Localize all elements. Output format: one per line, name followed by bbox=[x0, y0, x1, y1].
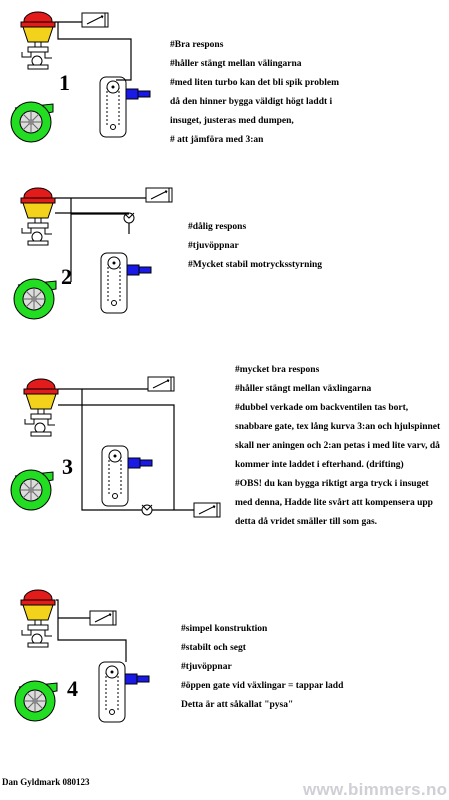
wastegate-icon bbox=[98, 661, 150, 723]
note-line: snabbare gate, tex lång kurva 3:an och h… bbox=[235, 422, 441, 432]
note-line: insuget, justeras med dumpen, bbox=[170, 116, 294, 126]
watermark: www.bimmers.no bbox=[303, 780, 448, 799]
diagram-1: 1 bbox=[10, 11, 151, 143]
diagram-3: 3 bbox=[10, 376, 221, 518]
note-line: detta då vridet smäller till som gas. bbox=[235, 517, 378, 527]
wastegate-icon bbox=[99, 76, 151, 138]
diagram-number: 2 bbox=[61, 264, 72, 289]
wastegate-icon bbox=[101, 445, 153, 507]
turbo-icon bbox=[14, 680, 58, 722]
turbo-icon bbox=[13, 278, 57, 320]
note-line: skall ner aningen och 2:an petas i med l… bbox=[235, 441, 440, 451]
diagram-number: 1 bbox=[59, 70, 70, 95]
note-line: #med liten turbo kan det bli spik proble… bbox=[170, 78, 340, 88]
solenoid-valve-icon bbox=[193, 502, 221, 518]
note-line: #stabilt och segt bbox=[181, 643, 246, 653]
note-line: #dubbel verkade om backventilen tas bort… bbox=[235, 403, 409, 413]
note-line: # att jämföra med 3:an bbox=[170, 135, 264, 145]
diagram-2: 2 bbox=[13, 187, 173, 320]
actuator-icon bbox=[20, 187, 56, 246]
actuator-icon bbox=[23, 378, 59, 437]
solenoid-valve-icon bbox=[89, 610, 117, 626]
note-line: med denna, Hadde lite svårt att kompense… bbox=[235, 498, 433, 508]
solenoid-valve-icon bbox=[147, 376, 175, 392]
note-line: kommer inte laddet i efterhand. (driftin… bbox=[235, 460, 404, 470]
note-line: #håller stängt mellan växlingarna bbox=[235, 384, 372, 394]
author-credit: Dan Gyldmark 080123 bbox=[2, 777, 90, 787]
actuator-icon bbox=[20, 589, 56, 648]
notes-diagram-2: #dålig respons #tjuvöppnar #Mycket stabi… bbox=[188, 218, 322, 275]
note-line: Detta är att såkallat "pysa" bbox=[181, 700, 294, 710]
wastegate-icon bbox=[100, 252, 152, 314]
note-line: #simpel konstruktion bbox=[181, 624, 268, 634]
note-line: #öppen gate vid växlingar = tappar ladd bbox=[181, 681, 344, 691]
notes-diagram-4: #simpel konstruktion #stabilt och segt #… bbox=[181, 620, 343, 715]
note-line: #mycket bra respons bbox=[235, 365, 320, 375]
note-line: #Bra respons bbox=[170, 40, 224, 50]
check-valve-icon bbox=[141, 504, 153, 516]
turbo-icon bbox=[10, 101, 54, 143]
boost-line bbox=[55, 21, 132, 81]
boost-line bbox=[55, 197, 146, 282]
boost-line bbox=[58, 388, 194, 511]
notes-diagram-3: #mycket bra respons #håller stängt mella… bbox=[235, 361, 440, 532]
note-line: #OBS! du kan bygga riktigt arga tryck i … bbox=[235, 479, 429, 489]
note-line: #tjuvöppnar bbox=[181, 662, 232, 672]
diagram-4: 4 bbox=[14, 589, 150, 723]
note-line: #Mycket stabil motrycksstyrning bbox=[188, 260, 323, 270]
turbo-icon bbox=[10, 469, 54, 511]
note-line: #dålig respons bbox=[188, 222, 247, 232]
note-line: då den hinner bygga väldigt högt laddt i bbox=[170, 97, 333, 107]
notes-diagram-1: #Bra respons #håller stängt mellan välin… bbox=[170, 36, 339, 150]
note-line: #håller stängt mellan välingarna bbox=[170, 59, 302, 69]
solenoid-valve-icon bbox=[81, 12, 109, 28]
boost-line bbox=[56, 599, 127, 662]
solenoid-valve-icon bbox=[145, 187, 173, 203]
note-line: #tjuvöppnar bbox=[188, 241, 239, 251]
diagram-number: 3 bbox=[62, 454, 73, 479]
diagram-number: 4 bbox=[67, 676, 78, 701]
actuator-icon bbox=[20, 11, 56, 70]
